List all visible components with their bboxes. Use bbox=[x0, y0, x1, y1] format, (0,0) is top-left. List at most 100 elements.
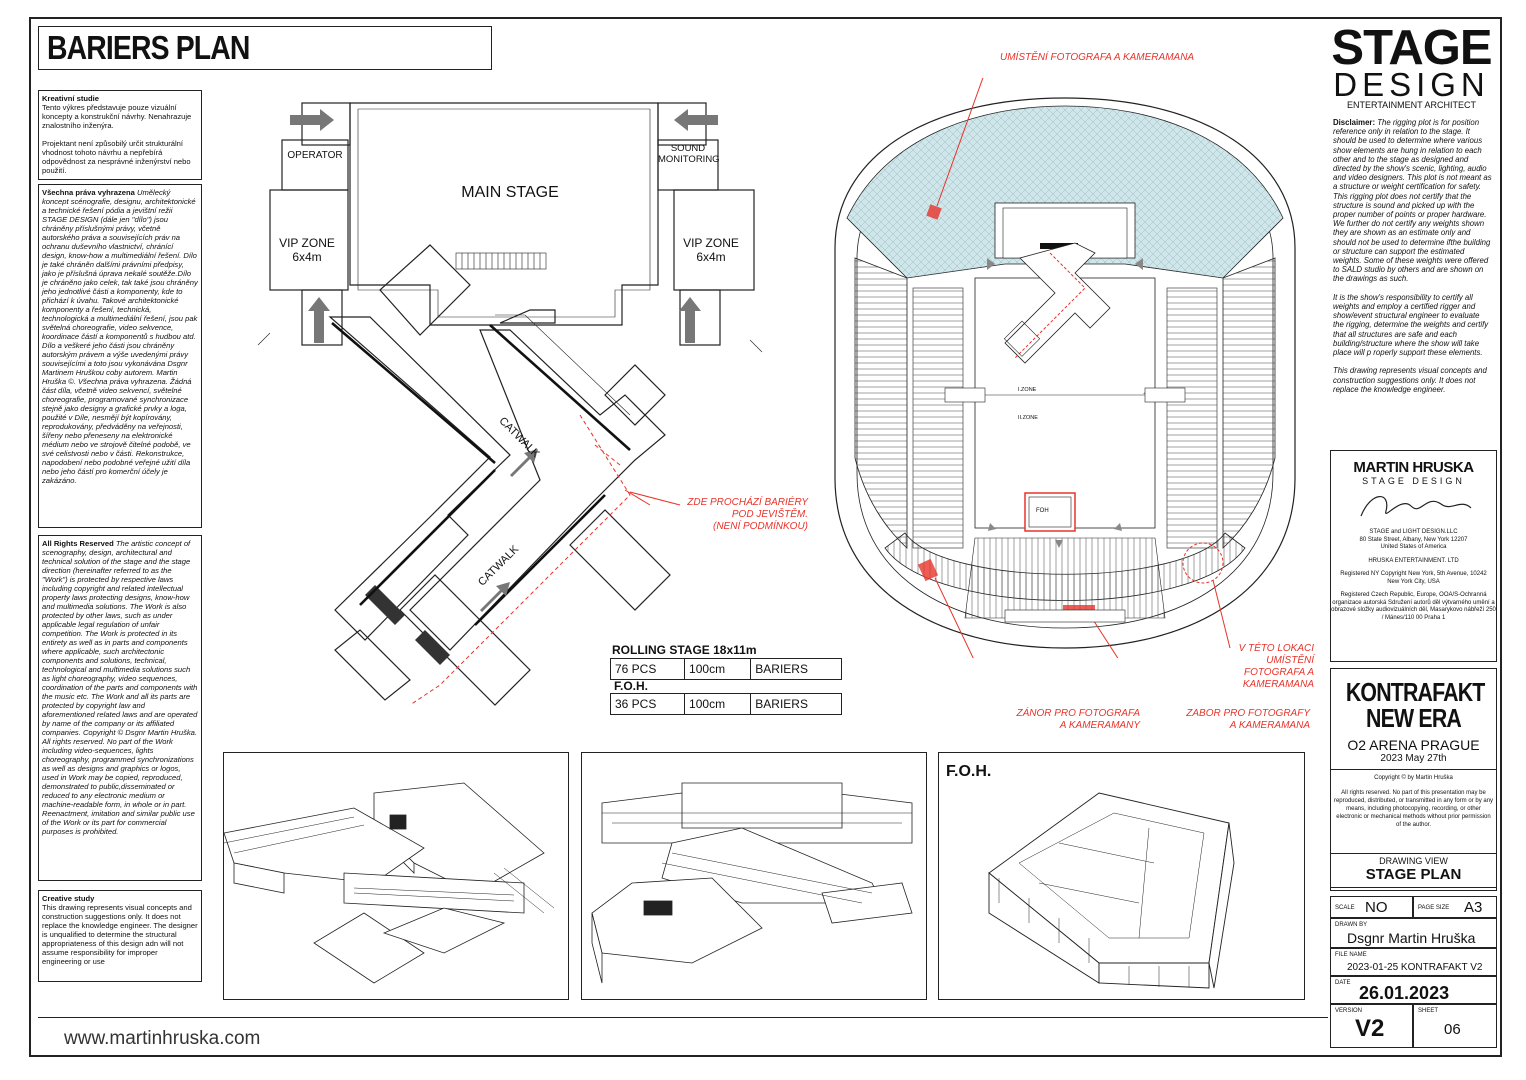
foh-view-label: F.O.H. bbox=[946, 763, 992, 780]
table-cell-size: 100cm bbox=[684, 693, 752, 715]
zone-2-label: II.ZONE bbox=[1018, 415, 1038, 421]
scale-label: SCALE bbox=[1335, 905, 1355, 911]
author-name: MARTIN HRUSKA bbox=[1353, 459, 1474, 476]
sheet-value: 06 bbox=[1444, 1021, 1461, 1038]
drawing-view-cell: DRAWING VIEW STAGE PLAN bbox=[1330, 853, 1497, 891]
logo-stage: STAGE bbox=[1331, 21, 1492, 75]
version-label: VERSION bbox=[1335, 1008, 1363, 1014]
zone-1-label: I.ZONE bbox=[1018, 387, 1037, 393]
address-line-7: Registered Czech Republic, Europe, OOA/S… bbox=[1331, 592, 1496, 621]
arena-foh-label: FOH bbox=[1036, 508, 1049, 514]
address-line-3: United States of America bbox=[1380, 544, 1447, 550]
title-box: BARIERS PLAN bbox=[38, 26, 492, 70]
catwalk-main bbox=[409, 329, 666, 651]
logo-subtitle: ENTERTAINMENT ARCHITECT bbox=[1346, 100, 1476, 110]
note-creative-text: This drawing represents visual concepts … bbox=[42, 903, 198, 966]
disclaimer-title: Disclaimer: bbox=[1333, 118, 1376, 127]
arena-outer-ring bbox=[834, 97, 1296, 649]
left-stand bbox=[854, 257, 908, 549]
project-block: KONTRAFAKT NEW ERA O2 ARENA PRAGUE 2023 … bbox=[1330, 668, 1497, 888]
disclaimer-text-1: The rigging plot is for position referen… bbox=[1333, 118, 1492, 192]
sound-monitoring-label: SOUND MONITORING bbox=[658, 143, 720, 165]
arena-foh-box bbox=[1024, 492, 1076, 532]
right-photo-note: V TÉTO LOKACI UMÍSTĚNÍ FOTOGRAFA A KAMER… bbox=[1238, 643, 1314, 690]
date-label: DATE bbox=[1335, 980, 1351, 986]
author-subtitle: STAGE DESIGN bbox=[1362, 476, 1465, 486]
version-cell: VERSION V2 bbox=[1330, 1004, 1413, 1048]
file-name-value: 2023-01-25 KONTRAFAKT V2 bbox=[1347, 962, 1483, 973]
foh-table-title: F.O.H. bbox=[614, 679, 649, 693]
catwalk-left bbox=[328, 316, 511, 641]
table-cell-qty: 76 PCS bbox=[609, 658, 686, 680]
drawing-frame bbox=[29, 17, 1502, 1057]
foh-table: 36 PCS 100cm BARIERS bbox=[609, 693, 842, 715]
catwalk-end-cross bbox=[399, 574, 531, 706]
view-3d-catwalk bbox=[581, 752, 927, 1000]
drawn-by-value: Dsgnr Martin Hruška bbox=[1347, 930, 1476, 946]
note-creative: Creative study This drawing represents v… bbox=[38, 890, 202, 982]
note-rights-text: The artistic concept of scenography, des… bbox=[42, 539, 198, 836]
project-name-1: KONTRAFAKT bbox=[1345, 677, 1485, 707]
photo-marker-top bbox=[926, 204, 942, 220]
rolling-stage-title: ROLLING STAGE 18x11m bbox=[612, 643, 757, 657]
event-date-label: 2023 May 27th bbox=[1380, 753, 1447, 764]
operator-box bbox=[281, 139, 349, 191]
main-stage-label: MAIN STAGE bbox=[461, 184, 559, 201]
drawing-view-label: DRAWING VIEW bbox=[1379, 856, 1448, 866]
disclaimer-text-4: This drawing represents visual concepts … bbox=[1333, 366, 1487, 394]
scale-value: NO bbox=[1365, 899, 1388, 916]
author-block: MARTIN HRUSKA STAGE DESIGN STAGE and LIG… bbox=[1330, 450, 1497, 662]
rights-small-text: All rights reserved. No part of this pre… bbox=[1333, 790, 1494, 828]
file-name-cell: FILE NAME 2023-01-25 KONTRAFAKT V2 bbox=[1330, 948, 1497, 976]
scale-cell: SCALE NO bbox=[1330, 896, 1413, 918]
note-prava: Všechna práva vyhrazena Umělecký koncept… bbox=[38, 184, 202, 528]
date-value: 26.01.2023 bbox=[1359, 983, 1450, 1003]
vip-left-label: VIP ZONE 6x4m bbox=[279, 236, 335, 264]
note-prava-text: Umělecký koncept scénografie, designu, a… bbox=[42, 188, 198, 485]
address-line-5: Registered NY Copyright New York, 5th Av… bbox=[1340, 571, 1487, 577]
note-prava-title: Všechna práva vyhrazena bbox=[42, 188, 135, 197]
drawn-by-cell: DRAWN BY Dsgnr Martin Hruška bbox=[1330, 918, 1497, 948]
main-stage-outline bbox=[349, 102, 659, 326]
table-cell-size: 100cm bbox=[684, 658, 752, 680]
sheet-cell: SHEET 06 bbox=[1413, 1004, 1497, 1048]
footer-rule bbox=[38, 1017, 1328, 1018]
photo-top-label: UMÍSTĚNÍ FOTOGRAFA A KAMERAMANA bbox=[1000, 52, 1195, 63]
barrier-note: ZDE PROCHÁZÍ BARIÉRY POD JEVIŠTĚM. (NENÍ… bbox=[687, 497, 808, 532]
file-name-label: FILE NAME bbox=[1335, 952, 1367, 958]
page-size-label: PAGE SIZE bbox=[1418, 905, 1450, 911]
page-title: BARIERS PLAN bbox=[47, 29, 250, 66]
note-creative-title: Creative study bbox=[42, 894, 95, 903]
address-line-6: New York City, USA bbox=[1387, 578, 1440, 585]
table-row: 36 PCS 100cm BARIERS bbox=[609, 693, 842, 715]
disclaimer-text-2: This rigging plot does not certify that … bbox=[1333, 191, 1491, 284]
zabor-note: ZABOR PRO FOTOGRAFY A KAMERAMANA bbox=[1186, 708, 1310, 731]
copyright-label: Copyright © by Martin Hruška bbox=[1331, 769, 1496, 781]
stage-plan-drawing bbox=[257, 102, 763, 706]
signature-image bbox=[1360, 496, 1472, 517]
drawn-by-label: DRAWN BY bbox=[1335, 922, 1368, 928]
project-name-2: NEW ERA bbox=[1366, 703, 1462, 733]
note-rights-title: All Rights Reserved bbox=[42, 539, 114, 548]
arena-catwalk bbox=[1004, 242, 1111, 364]
address-block: STAGE and LIGHT DESIGN.LLC 80 State Stre… bbox=[1331, 529, 1496, 622]
table-cell-type: BARIERS bbox=[750, 693, 842, 715]
disclaimer-text-3: It is the show's responsibility to certi… bbox=[1333, 292, 1489, 358]
note-kreativni-text: Tento výkres představuje pouze vizuální … bbox=[42, 103, 192, 130]
date-cell: DATE 26.01.2023 bbox=[1330, 976, 1497, 1004]
sheet-label: SHEET bbox=[1418, 1008, 1439, 1014]
vip-right-label: VIP ZONE 6x4m bbox=[683, 236, 739, 264]
disclaimer-block: Disclaimer: The rigging plot is for posi… bbox=[1330, 115, 1495, 445]
table-cell-type: BARIERS bbox=[750, 658, 842, 680]
address-line-1: STAGE and LIGHT DESIGN.LLC bbox=[1369, 529, 1458, 535]
view-3d-stage bbox=[223, 752, 569, 1000]
website-link[interactable]: www.martinhruska.com bbox=[64, 1028, 261, 1049]
table-cell-qty: 36 PCS bbox=[609, 693, 686, 715]
stage-design-logo: STAGE DESIGN ENTERTAINMENT ARCHITECT bbox=[1330, 21, 1493, 111]
page-size-cell: PAGE SIZE A3 bbox=[1413, 896, 1497, 918]
address-line-4: HRUSKA ENTERTAINMENT. LTD bbox=[1368, 557, 1459, 564]
note-projektant-text: Projektant není způsobilý určit struktur… bbox=[42, 139, 191, 175]
photo-location-circle bbox=[1182, 542, 1224, 584]
photo-marker-left bbox=[917, 558, 939, 582]
venue-label: O2 ARENA PRAGUE bbox=[1347, 737, 1480, 753]
